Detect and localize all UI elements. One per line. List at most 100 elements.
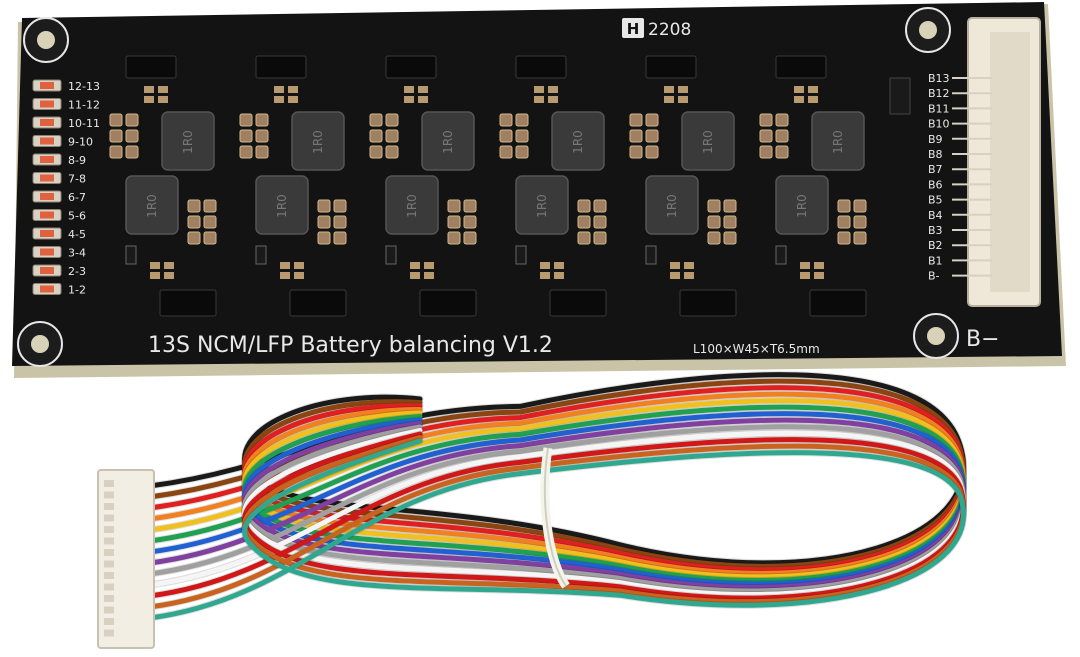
cell-pair-label: 6-7 bbox=[68, 191, 86, 204]
wire bbox=[147, 428, 966, 598]
smd-capacitor bbox=[280, 262, 290, 269]
smd-capacitor bbox=[593, 215, 607, 229]
smd-capacitor bbox=[684, 272, 694, 279]
smd-capacitor bbox=[463, 231, 477, 245]
smd-capacitor bbox=[515, 145, 529, 159]
mosfet bbox=[549, 289, 607, 317]
connector-pin bbox=[104, 526, 114, 533]
smd-capacitor bbox=[150, 262, 160, 269]
led-lens bbox=[40, 248, 54, 256]
inductor-marking: 1R0 bbox=[145, 194, 159, 218]
smd-capacitor bbox=[385, 113, 399, 127]
mosfet bbox=[125, 55, 177, 79]
smd-capacitor bbox=[759, 113, 773, 127]
led-lens bbox=[40, 193, 54, 200]
led-lens bbox=[40, 174, 54, 182]
pin-label: B6 bbox=[928, 178, 943, 191]
date-code-text: 2208 bbox=[648, 20, 691, 40]
mounting-hole bbox=[905, 7, 951, 53]
mosfet bbox=[419, 289, 477, 317]
smd-capacitor bbox=[150, 272, 160, 279]
cell-pair-label: 12-13 bbox=[68, 80, 100, 93]
smd-capacitor bbox=[418, 86, 428, 93]
board-title: 13S NCM/LFP Battery balancing V1.2 bbox=[148, 333, 553, 358]
smd-capacitor bbox=[499, 129, 513, 143]
connector-pin bbox=[104, 491, 114, 499]
smd-capacitor bbox=[853, 231, 867, 245]
smd-capacitor bbox=[678, 96, 688, 103]
smd-capacitor bbox=[837, 199, 851, 213]
smd-capacitor bbox=[554, 262, 564, 269]
led-lens bbox=[40, 285, 54, 293]
smd-capacitor bbox=[164, 262, 174, 269]
pcb-board: 12-1311-1210-119-108-97-86-75-64-53-42-3… bbox=[12, 2, 1066, 378]
smd-capacitor bbox=[808, 96, 818, 103]
connector-pin bbox=[104, 503, 114, 510]
inductor-marking: 1R0 bbox=[535, 194, 549, 218]
inductor-marking: 1R0 bbox=[181, 130, 195, 154]
smd-capacitor bbox=[853, 199, 867, 213]
smd-capacitor bbox=[164, 272, 174, 279]
connector-pin bbox=[104, 606, 114, 614]
smd-capacitor bbox=[534, 96, 544, 103]
connector-pin bbox=[104, 618, 114, 625]
smd-capacitor bbox=[723, 215, 737, 229]
smd-capacitor bbox=[203, 231, 217, 245]
smd-capacitor bbox=[499, 145, 513, 159]
inductor-marking: 1R0 bbox=[571, 130, 585, 154]
smd-capacitor bbox=[203, 215, 217, 229]
inductor bbox=[775, 175, 829, 235]
inductor bbox=[551, 111, 605, 171]
date-code-h-icon: H bbox=[627, 20, 640, 38]
smd-capacitor bbox=[369, 145, 383, 159]
smd-capacitor bbox=[645, 145, 659, 159]
smd-capacitor bbox=[670, 262, 680, 269]
smd-chip bbox=[125, 245, 137, 265]
smd-capacitor bbox=[645, 113, 659, 127]
mosfet bbox=[775, 55, 827, 79]
smd-capacitor bbox=[707, 215, 721, 229]
smd-capacitor bbox=[515, 113, 529, 127]
led-lens bbox=[40, 267, 54, 274]
smd-capacitor bbox=[158, 96, 168, 103]
smd-capacitor bbox=[534, 86, 544, 93]
smd-capacitor bbox=[794, 86, 804, 93]
cell-pair-label: 7-8 bbox=[68, 173, 86, 186]
zip-tie bbox=[540, 447, 570, 589]
pin-label: B4 bbox=[928, 209, 943, 222]
smd-capacitor bbox=[125, 129, 139, 143]
wire bbox=[147, 431, 966, 601]
led-lens bbox=[40, 82, 54, 89]
smd-capacitor bbox=[317, 215, 331, 229]
smd-capacitor bbox=[144, 96, 154, 103]
smd-chip bbox=[775, 245, 787, 265]
smd-capacitor bbox=[814, 262, 824, 269]
mosfet bbox=[809, 289, 867, 317]
smd-capacitor bbox=[629, 113, 643, 127]
smd-capacitor bbox=[678, 86, 688, 93]
smd-capacitor bbox=[333, 215, 347, 229]
smd-capacitor bbox=[684, 262, 694, 269]
cell-pair-label: 11-12 bbox=[68, 99, 100, 112]
connector-pin bbox=[104, 514, 114, 522]
cell-pair-label: 2-3 bbox=[68, 265, 86, 278]
smd-capacitor bbox=[794, 96, 804, 103]
inductor-marking: 1R0 bbox=[795, 194, 809, 218]
pin-label: B11 bbox=[928, 102, 950, 115]
smd-capacitor bbox=[775, 145, 789, 159]
led-lens bbox=[40, 119, 54, 126]
connector-pin bbox=[104, 572, 114, 579]
smd-capacitor bbox=[410, 262, 420, 269]
inductor-marking: 1R0 bbox=[311, 130, 325, 154]
inductor bbox=[385, 175, 439, 235]
mosfet bbox=[255, 55, 307, 79]
smd-capacitor bbox=[837, 231, 851, 245]
smd-capacitor bbox=[447, 231, 461, 245]
smd-capacitor bbox=[707, 231, 721, 245]
mosfet bbox=[385, 55, 437, 79]
smd-capacitor bbox=[759, 145, 773, 159]
inductor bbox=[421, 111, 475, 171]
